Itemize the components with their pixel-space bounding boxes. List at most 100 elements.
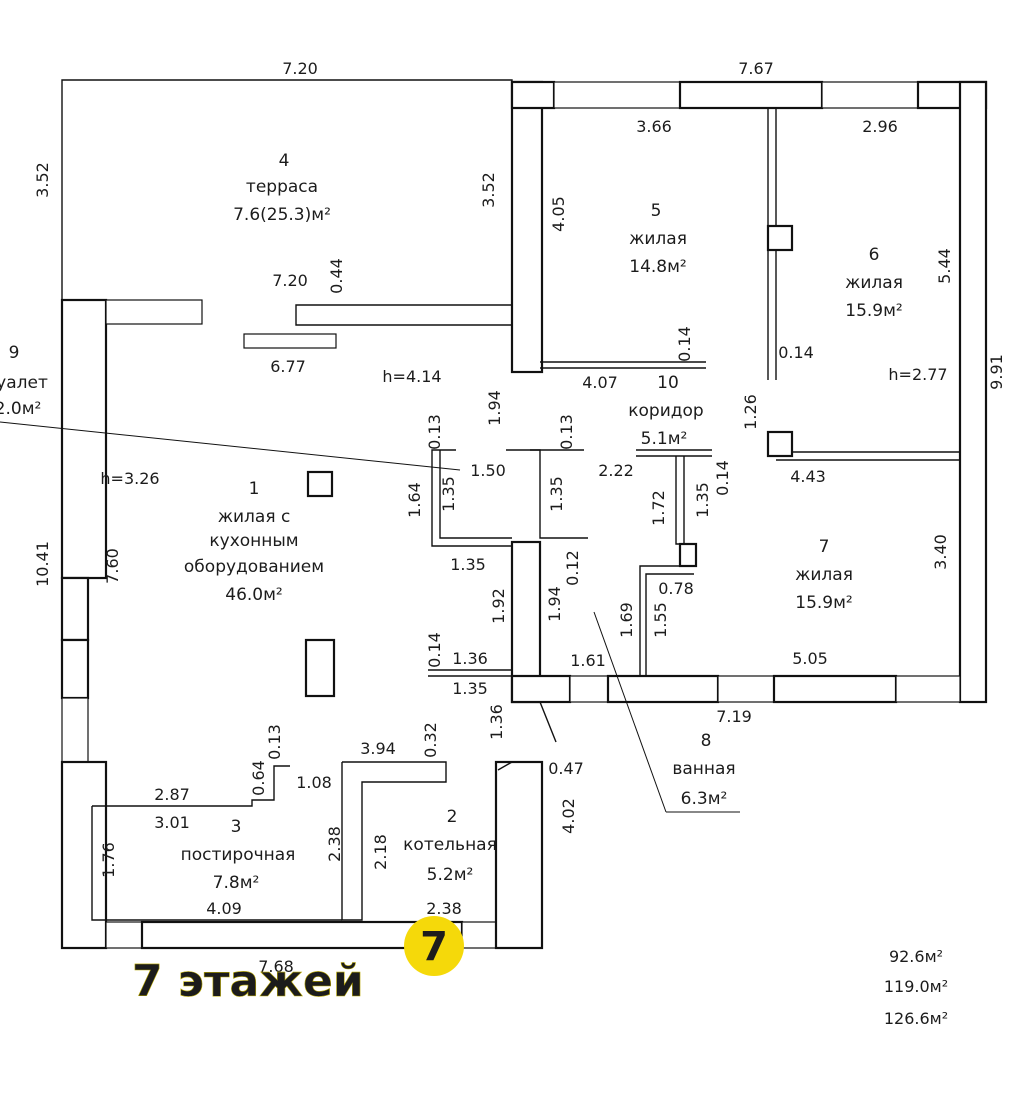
dim-label: 2.22 <box>598 461 634 480</box>
room-type: жилая <box>629 229 687 249</box>
south-wall-r7-a <box>606 674 720 704</box>
dim-label: 1.69 <box>617 602 636 638</box>
north-wall-mid <box>678 80 824 110</box>
dim-label: 1.94 <box>545 586 564 622</box>
west-window-2 <box>61 697 89 763</box>
dim-label: 0.13 <box>265 724 284 760</box>
room-type-2: кухонным <box>209 531 298 551</box>
total-area-living: 92.6м² <box>889 947 943 966</box>
ceiling-height-2: h=2.77 <box>888 365 947 384</box>
dim-label: 7.20 <box>272 271 308 290</box>
room-10-label: 10 коридор 5.1м² <box>628 373 703 449</box>
dim-label: 1.55 <box>651 602 670 638</box>
south-window-r2 <box>461 921 497 949</box>
room-area: 5.1м² <box>641 429 688 449</box>
room-4-label: 4 терраса 7.6(25.3)м² <box>233 151 331 225</box>
dimension-labels-vertical: 3.52 3.52 4.05 5.44 9.91 0.44 0.14 1.94 … <box>33 162 1006 878</box>
dim-label: 1.76 <box>99 842 118 878</box>
dim-label: 1.36 <box>487 704 506 740</box>
room-area: 14.8м² <box>629 257 687 277</box>
dim-label: 0.13 <box>557 414 576 450</box>
dim-label: 1.72 <box>649 490 668 526</box>
beam-6-77 <box>243 333 337 349</box>
room-number: 4 <box>279 151 290 171</box>
dim-label: 3.66 <box>636 117 672 136</box>
room-2-label: 2 котельная 5.2м² <box>403 807 497 885</box>
area-totals: 92.6м² 119.0м² 126.6м² <box>884 947 948 1028</box>
bath-south-wall <box>510 674 572 704</box>
room-8-label: 8 ванная 6.3м² <box>672 731 735 809</box>
watermark-badge-number: 7 <box>420 924 448 970</box>
dim-label: 1.50 <box>470 461 506 480</box>
room-area: 2.0м² <box>0 399 41 419</box>
dim-label: 0.14 <box>675 326 694 362</box>
west-wall-lower <box>60 760 108 950</box>
dim-label: 1.35 <box>452 679 488 698</box>
dim-label: 0.78 <box>658 579 694 598</box>
room-area: 7.6(25.3)м² <box>233 205 331 225</box>
room-3-label: 3 постирочная 7.8м² <box>181 817 296 893</box>
room-type: жилая с <box>218 507 291 527</box>
south-window-r3 <box>105 921 143 949</box>
dim-label: 4.43 <box>790 467 826 486</box>
dim-label: 1.92 <box>489 588 508 624</box>
door-swing <box>539 701 557 743</box>
dim-label: 4.07 <box>582 373 618 392</box>
dim-label: 2.87 <box>154 785 190 804</box>
room-type-3: оборудованием <box>184 557 324 577</box>
dim-label: 3.52 <box>33 162 52 198</box>
east-wall-boiler <box>494 760 544 950</box>
dim-label: 2.96 <box>862 117 898 136</box>
column-2 <box>766 430 794 458</box>
room-type: жилая <box>845 273 903 293</box>
watermark-text: 7 этажей <box>132 956 364 1007</box>
room-type: котельная <box>403 835 497 855</box>
total-area-with-terrace: 126.6м² <box>884 1009 948 1028</box>
south-wall-r7-b <box>772 674 898 704</box>
dim-label: 7.60 <box>103 548 122 584</box>
dim-label: 1.61 <box>570 651 606 670</box>
column-1 <box>766 224 794 252</box>
dim-label: 0.64 <box>249 760 268 796</box>
dim-label: 7.20 <box>282 59 318 78</box>
leader-9 <box>0 421 461 471</box>
dim-label: 0.14 <box>713 460 732 496</box>
west-wall-upper <box>60 298 108 580</box>
total-area-general: 119.0м² <box>884 977 948 996</box>
ceiling-height-3: h=3.26 <box>100 469 159 488</box>
room-type: ванная <box>672 759 735 779</box>
room-1-label: 1 жилая с кухонным оборудованием 46.0м² <box>184 479 324 605</box>
dim-label: 0.47 <box>548 759 584 778</box>
room-type: жилая <box>795 565 853 585</box>
room-number: 6 <box>869 245 880 265</box>
dim-label: 1.26 <box>741 394 760 430</box>
nw-corner <box>510 80 556 110</box>
south-window-r7 <box>717 675 775 703</box>
room-area: 15.9м² <box>845 301 903 321</box>
dim-label: 1.35 <box>450 555 486 574</box>
dim-label: 5.05 <box>792 649 828 668</box>
wall-terrace-r5 <box>510 80 544 374</box>
dim-label: 6.77 <box>270 357 306 376</box>
room-5-label: 5 жилая 14.8м² <box>629 201 687 277</box>
room-type: уалет <box>0 373 48 393</box>
column-4 <box>304 638 336 698</box>
watermark-badge <box>404 916 464 976</box>
dim-label: 1.94 <box>485 390 504 426</box>
dimension-labels-horizontal: 7.20 7.67 3.66 2.96 7.20 6.77 0.14 4.07 … <box>154 59 898 976</box>
room-type: терраса <box>246 177 318 197</box>
room-number: 7 <box>819 537 830 557</box>
room-number: 1 <box>249 479 260 499</box>
dim-label: 1.08 <box>296 773 332 792</box>
dim-label: 1.35 <box>547 476 566 512</box>
room-7-label: 7 жилая 15.9м² <box>795 537 853 613</box>
dim-label: 7.19 <box>716 707 752 726</box>
dim-label: 4.05 <box>549 196 568 232</box>
west-window-1 <box>60 576 90 642</box>
dim-label: 0.44 <box>327 258 346 294</box>
dim-label: 2.38 <box>426 899 462 918</box>
east-wall <box>958 80 988 704</box>
dim-label: 3.94 <box>360 739 396 758</box>
dim-label: 9.91 <box>987 354 1006 390</box>
dim-label: 1.64 <box>405 482 424 518</box>
